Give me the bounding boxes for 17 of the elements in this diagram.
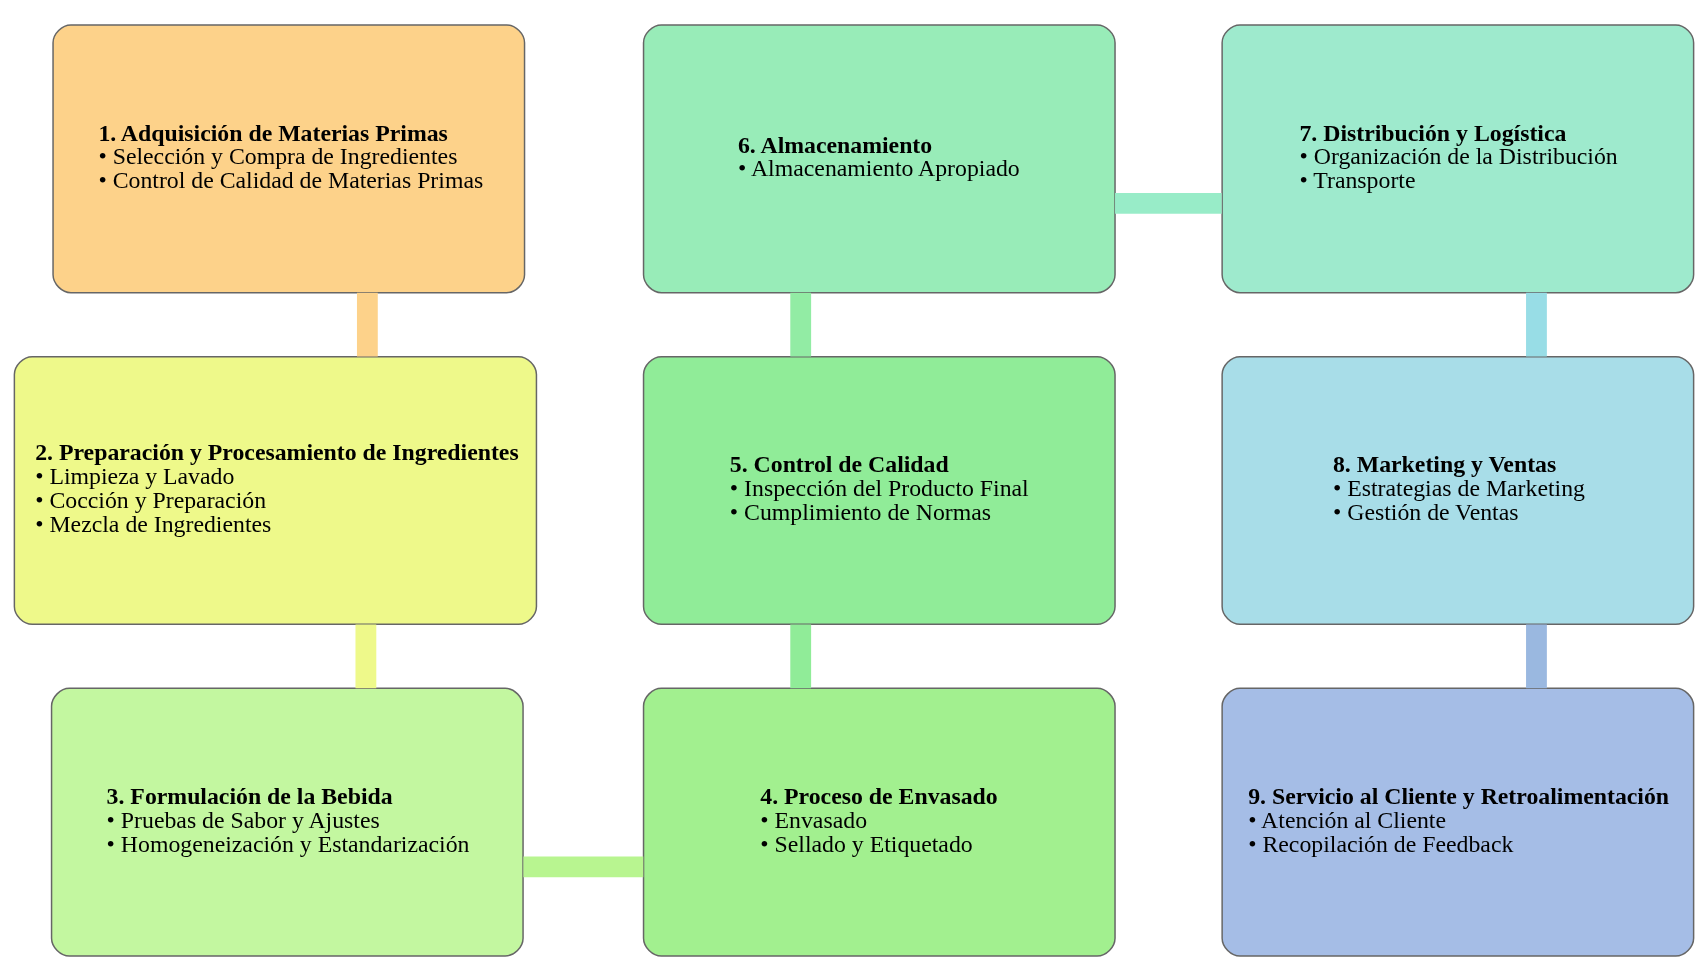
connector — [1115, 192, 1222, 214]
node-box: 6. Almacenamiento • Almacenamiento Apropiado — [642, 23, 1116, 293]
node-box: 4. Proceso de Envasado • Envasado • Sellado y Etiquetado — [642, 687, 1116, 957]
connector — [355, 623, 377, 688]
node-box: 9. Servicio al Cliente y Retroalimentación • Atención al Cliente • Recopilación de Feedback — [1221, 687, 1695, 957]
connector — [790, 292, 812, 357]
node-box: 3. Formulación de la Bebida • Pruebas de Sabor y Ajustes • Homogeneización y Estandarización — [50, 687, 524, 957]
node-box: 2. Preparación y Procesamiento de Ingredientes • Limpieza y Lavado • Cocción y Preparación • Mezcla de Ingredientes — [13, 355, 538, 625]
connector — [356, 292, 378, 357]
node-box: 5. Control de Calidad • Inspección del Producto Final • Cumplimiento de Normas — [642, 355, 1116, 625]
node-box: 7. Distribución y Logística • Organización de la Distribución • Transporte — [1221, 23, 1695, 293]
connector — [790, 623, 812, 688]
node-box: 1. Adquisición de Materias Primas • Selección y Compra de Ingredientes • Control de Calidad de Materias Primas — [52, 23, 526, 293]
node-box: 8. Marketing y Ventas • Estrategias de Marketing • Gestión de Ventas — [1221, 355, 1695, 625]
connector — [1526, 623, 1547, 688]
connector — [523, 855, 644, 877]
connector — [1526, 292, 1547, 357]
